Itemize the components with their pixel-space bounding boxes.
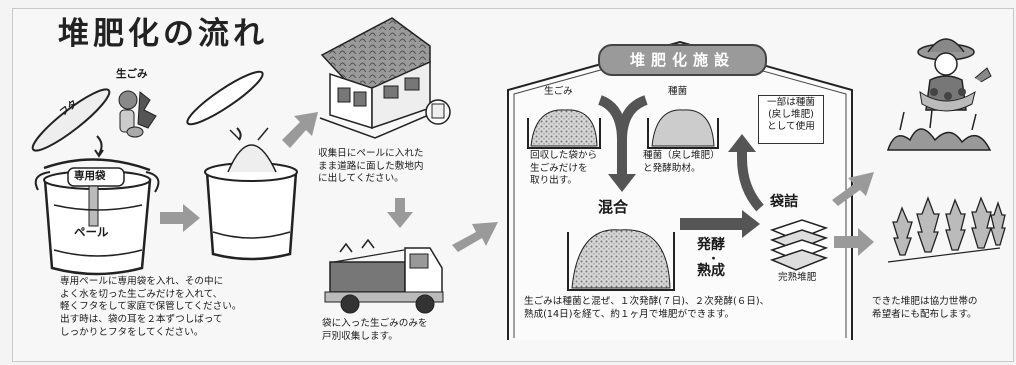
house-icon [319,17,451,139]
label-hakko: 発酵 [697,237,725,253]
caption-step1: 専用ペールに専用袋を入れ、その中に よく水を切った生ごみだけを入れて、 軽くフタ… [60,276,242,338]
mixing-bin-icon [567,229,675,291]
caption-facility-left: 回収した袋から 生ごみだけを 取り出す。 [530,150,598,187]
flow-arrow-3 [387,198,413,228]
food-scraps-icon [118,90,157,138]
pail-with-bag-icon [34,158,160,276]
flow-arrow-6 [832,172,874,206]
merge-arrow [597,95,648,176]
food-waste-tray-icon [527,109,601,149]
truck-icon [324,238,444,314]
label-pail: ペール [74,225,109,239]
flow-arrow-2 [282,112,318,148]
label-dot: ・ [708,252,719,265]
trees-icon [887,196,1006,263]
label-kongo: 混合 [598,198,629,216]
farmer-icon [886,38,992,151]
return-arrow [737,148,764,212]
facility-title: 堆肥化施設 [598,44,767,76]
label-jukusei: 熟成 [697,263,725,279]
caption-facility-right: 種菌（戻し堆肥） と発酵助材。 [643,150,720,174]
closed-pail-icon [204,127,298,261]
label-tanekin: 種菌 [668,86,688,97]
label-namagomi: 生ごみ [116,68,148,80]
compost-bags-icon [769,219,829,271]
flow-arrow-7 [834,228,874,256]
seed-culture-tray-icon [647,109,719,149]
label-fukurozume: 袋詰 [770,194,798,210]
caption-final: できた堆肥は協力世帯の 希望者にも配布します。 [872,296,978,320]
note-box: 一部は種菌 (戻し堆肥) として使用 [758,95,824,144]
lid-icon [186,70,264,126]
label-namagomi-facility: 生ごみ [544,86,573,97]
label-kanjuku: 完熟堆肥 [778,272,817,283]
flow-arrow-4 [452,222,498,252]
caption-step3: 袋に入った生ごみのみを 戸別収集します。 [322,318,428,342]
caption-step2: 収集日にペールに入れた まま道路に面した敷地内 に出してください。 [318,148,424,185]
label-senyoubukuro: 専用袋 [74,170,106,182]
flow-arrow-5 [680,210,760,238]
caption-facility-bottom: 生ごみは種菌と混ぜ、１次発酵(７日)、２次発酵(６日)、 熟成(14日)を経て、… [524,296,770,320]
diagram-title: 堆肥化の流れ [58,16,268,52]
drop-arrow-1 [96,135,103,155]
flow-arrow-1 [160,204,200,232]
lid-futa-icon [31,88,111,152]
